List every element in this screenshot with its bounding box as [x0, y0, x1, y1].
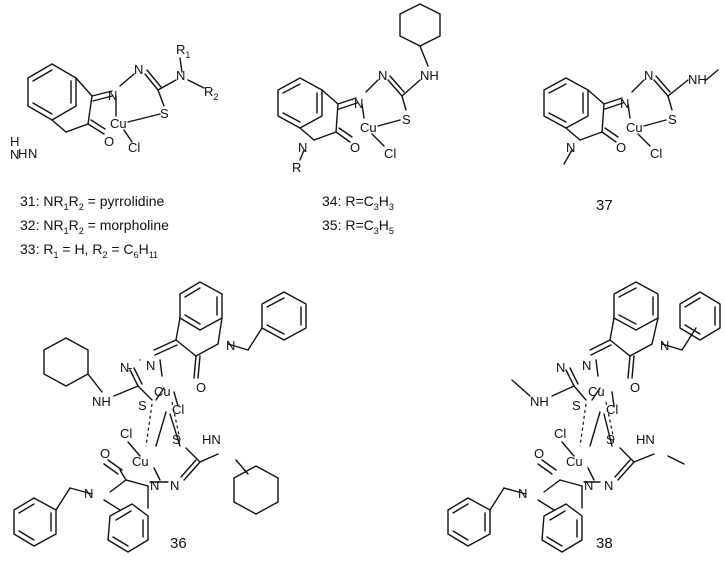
caption-33: 33: R1 = H, R2 = C6H11 [20, 241, 158, 260]
atom-N: N [226, 338, 235, 353]
atom-NH: NH [688, 72, 707, 87]
atom-N: N [176, 68, 185, 83]
atom-N: N [518, 486, 527, 501]
atom-S: S [160, 106, 169, 121]
caption-36: 36 [170, 535, 187, 552]
caption-31: 31: NR1R2 = pyrrolidine [20, 193, 164, 212]
atom-S: S [572, 398, 581, 413]
atom-R: R [292, 160, 301, 175]
atom-O: O [534, 446, 544, 461]
atom-Cu: Cu [132, 454, 149, 469]
structure-37: NH N N S Cu Cl O N 37 [543, 68, 719, 214]
atom-N: N [298, 140, 307, 155]
atom-N: N [84, 486, 93, 501]
atom-N: N [170, 478, 179, 493]
atom-N: N [354, 96, 363, 111]
structure-36: N N - N O NH Cu S Cl Cl S HN Cu O N N N … [13, 281, 307, 553]
caption-34: 34: R=C3H3 [322, 193, 394, 212]
atom-Cl: Cl [650, 146, 662, 161]
atom-N: N [582, 358, 591, 373]
atom-O: O [630, 380, 640, 395]
atom-S: S [172, 432, 181, 447]
atom-Cu: Cu [566, 454, 583, 469]
atom-N: N [584, 478, 593, 493]
caption-35: 35: R=C3H5 [322, 217, 394, 236]
atom-N: N [28, 146, 37, 161]
atom-N: N [108, 88, 117, 103]
atom-S: S [138, 398, 147, 413]
atom-H: H [10, 134, 19, 149]
structure-34-35: NH N N S Cu Cl O N R [277, 3, 441, 175]
atom-O: O [616, 140, 626, 155]
structure-31-33: H N N H O N N N S Cu Cl R1 R2 [10, 42, 218, 162]
atom-S: S [668, 112, 677, 127]
atom-N: N [146, 358, 155, 373]
atom-Cl: Cl [384, 146, 396, 161]
atom-S: S [402, 112, 411, 127]
atom-NH: HN [202, 432, 221, 447]
atom-N: N [10, 147, 19, 162]
atom-N: N [644, 68, 653, 83]
structure-38: N N N O NH Cu S Cl Cl S HN Cu O N N N 38 [447, 281, 721, 553]
atom-O: O [196, 380, 206, 395]
atom-Cl: Cl [120, 426, 132, 441]
atom-N: N [620, 96, 629, 111]
atom-N: N [120, 360, 129, 375]
atom-N: N [556, 360, 565, 375]
atom-N: N [150, 478, 159, 493]
atom-Cl: Cl [128, 140, 140, 155]
atom-S: S [606, 432, 615, 447]
atom-Cu: Cu [110, 116, 127, 131]
atom-N: - [128, 360, 132, 375]
atom-H: H [18, 146, 27, 161]
caption-32: 32: NR1R2 = morpholine [20, 217, 169, 236]
atom-R1: R1 [176, 42, 190, 60]
caption-37: 37 [596, 197, 613, 214]
caption-38: 38 [596, 535, 613, 552]
atom-N: N [660, 338, 669, 353]
atom-NH: NH [530, 394, 549, 409]
atom-Cu: Cu [588, 384, 605, 399]
atom-O: O [350, 140, 360, 155]
atom-N: N [378, 68, 387, 83]
captions-34-35: 34: R=C3H3 35: R=C3H5 [322, 193, 394, 236]
atom-NH: NH [420, 68, 439, 83]
atom-Cl: Cl [172, 402, 184, 417]
atom-O: O [100, 446, 110, 461]
atom-O: O [104, 134, 114, 149]
atom-N: N [566, 140, 575, 155]
atom-Cu: Cu [154, 384, 171, 399]
atom-NH: HN [636, 432, 655, 447]
captions-31-33: 31: NR1R2 = pyrrolidine 32: NR1R2 = morp… [20, 193, 169, 260]
atom-N: N [134, 62, 143, 77]
atom-R2: R2 [204, 84, 218, 102]
atom-N: N [604, 478, 613, 493]
atom-Cl: Cl [606, 402, 618, 417]
atom-NH: NH [92, 394, 111, 409]
atom-Cl: Cl [554, 426, 566, 441]
atom-Cu: Cu [360, 120, 377, 135]
atom-Cu: Cu [626, 120, 643, 135]
